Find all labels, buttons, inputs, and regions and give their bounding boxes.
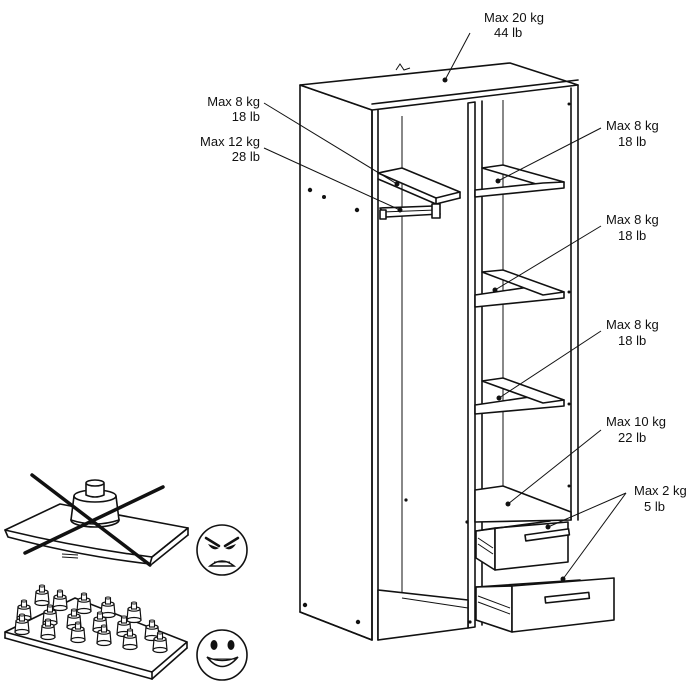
small-weight-icon	[100, 596, 116, 619]
label-drawers-kg: Max 2 kg	[634, 483, 687, 498]
label-rail-lb: 28 lb	[232, 149, 260, 164]
load-labels: Max 20 kg 44 lb Max 8 kg 18 lb Max 12 kg…	[200, 10, 687, 514]
label-left-shelf-lb: 18 lb	[232, 109, 260, 124]
label-rail-kg: Max 12 kg	[200, 134, 260, 149]
label-top-lb: 44 lb	[494, 25, 522, 40]
label-shelf-2-kg: Max 8 kg	[606, 212, 659, 227]
small-weight-icon	[152, 631, 168, 654]
label-bottom-kg: Max 10 kg	[606, 414, 666, 429]
small-weight-icon	[52, 589, 68, 612]
small-weight-icon	[14, 613, 30, 636]
small-weight-icon	[96, 624, 112, 647]
label-drawers-lb: 5 lb	[644, 499, 665, 514]
wardrobe	[299, 62, 615, 641]
small-weight-icon	[122, 628, 138, 651]
small-weight-icon	[76, 592, 92, 615]
small-weight-icon	[34, 584, 50, 607]
label-shelf-1-lb: 18 lb	[618, 134, 646, 149]
leader-lines	[263, 32, 627, 582]
happy-face-icon	[196, 629, 248, 681]
label-top-kg: Max 20 kg	[484, 10, 544, 25]
right-loading-illustration	[4, 584, 188, 680]
label-bottom-lb: 22 lb	[618, 430, 646, 445]
label-shelf-3-kg: Max 8 kg	[606, 317, 659, 332]
label-shelf-2-lb: 18 lb	[618, 228, 646, 243]
wrong-loading-illustration	[4, 473, 189, 567]
small-weight-icon	[126, 601, 142, 624]
angry-face-icon	[196, 524, 248, 576]
label-shelf-1-kg: Max 8 kg	[606, 118, 659, 133]
label-left-shelf-kg: Max 8 kg	[207, 94, 260, 109]
small-weight-icon	[70, 621, 86, 644]
label-shelf-3-lb: 18 lb	[618, 333, 646, 348]
small-weight-icon	[40, 618, 56, 641]
